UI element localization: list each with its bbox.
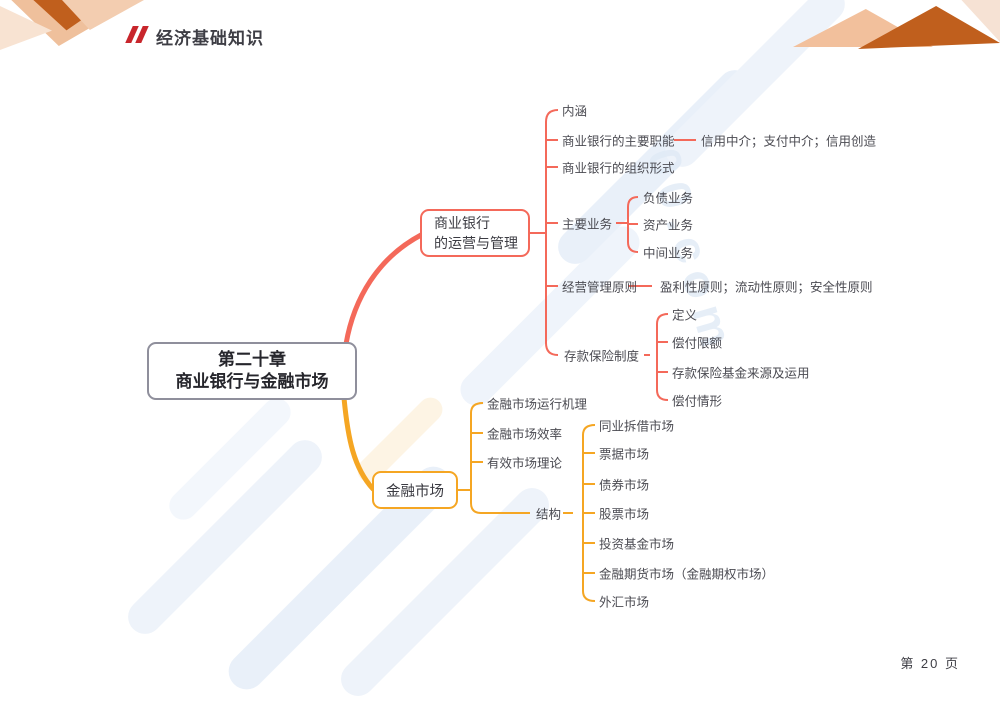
topic-label: 偿付限额: [672, 336, 723, 351]
topic-label: 定义: [672, 308, 698, 323]
topic-label: 外汇市场: [599, 595, 650, 610]
branch-node-financial-market: 金融市场: [372, 471, 458, 509]
topic-label: 主要业务: [562, 217, 613, 232]
topic-label: 存款保险制度: [564, 349, 640, 364]
topic-note: 盈利性原则；流动性原则；安全性原则: [660, 280, 873, 295]
topic-note: 信用中介；支付中介；信用创造: [701, 134, 877, 149]
topic-label: 资产业务: [643, 218, 694, 233]
topic-label: 负债业务: [643, 191, 694, 206]
page-title: 经济基础知识: [156, 29, 264, 48]
branch-node-line1: 商业银行: [434, 214, 490, 231]
topic-label: 同业拆借市场: [599, 419, 675, 434]
root-node-line1: 第二十章: [218, 349, 286, 369]
topic-label: 经营管理原则: [562, 280, 638, 295]
topic-label: 有效市场理论: [487, 456, 563, 471]
topic-label: 债券市场: [599, 478, 650, 493]
topic-label: 商业银行的主要职能: [562, 134, 675, 149]
topic-label: 商业银行的组织形式: [562, 161, 675, 176]
topic-label: 金融市场运行机理: [487, 397, 588, 412]
topic-label: 结构: [536, 507, 562, 522]
topic-label: 票据市场: [599, 447, 650, 462]
topic-label: 投资基金市场: [599, 537, 675, 552]
page-number: 第 20 页: [900, 656, 960, 671]
topic-label: 金融市场效率: [487, 427, 563, 442]
root-node-line2: 商业银行与金融市场: [175, 372, 329, 391]
branch-node-label: 金融市场: [386, 483, 444, 500]
root-node-chapter: 第二十章 商业银行与金融市场: [147, 342, 357, 400]
topic-label: 金融期货市场（金融期权市场）: [599, 567, 775, 582]
topic-label: 中间业务: [643, 246, 694, 261]
topic-label: 内涵: [562, 104, 588, 119]
branch-node-commercial-bank: 商业银行 的运营与管理: [420, 209, 530, 257]
topic-label: 存款保险基金来源及运用: [672, 366, 810, 381]
topic-label: 偿付情形: [672, 394, 723, 409]
topic-label: 股票市场: [599, 507, 650, 522]
branch-node-line2: 的运营与管理: [434, 235, 518, 251]
